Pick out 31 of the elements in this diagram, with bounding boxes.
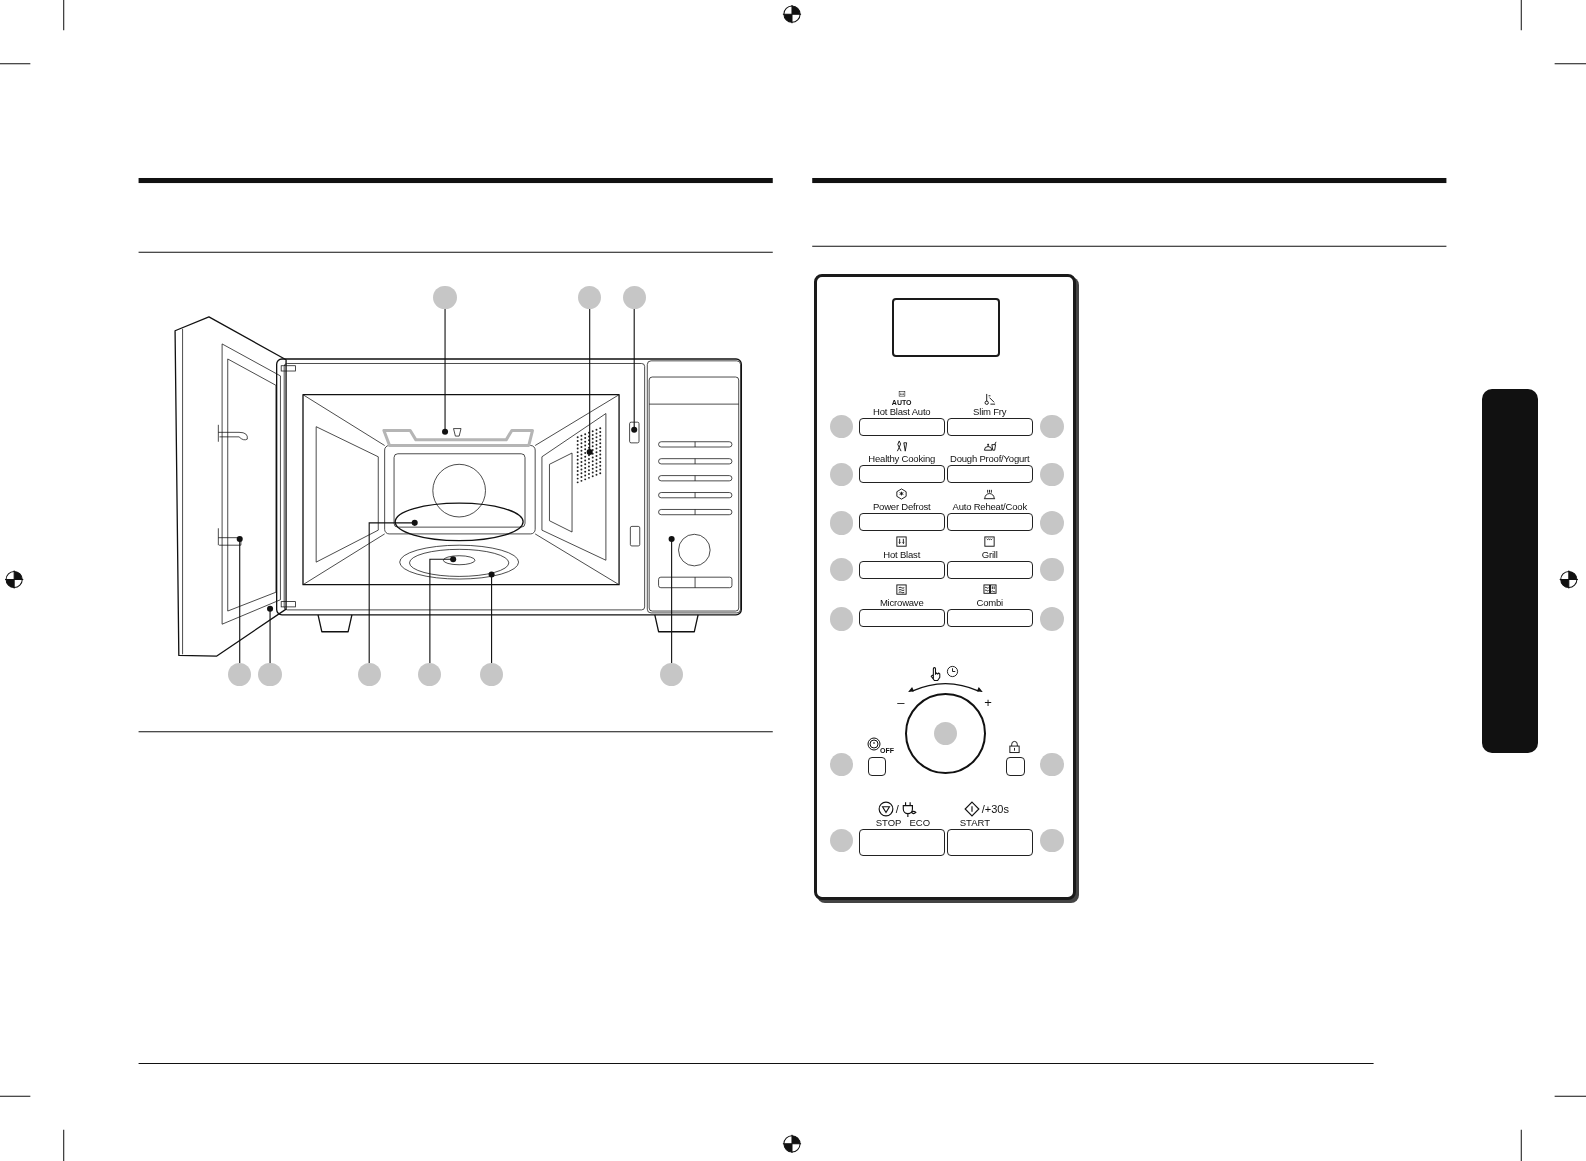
button-label: Auto Reheat/Cook — [952, 501, 1027, 512]
button-label: START — [959, 816, 990, 829]
control-panel — [814, 274, 1077, 901]
button-label: ECO — [909, 816, 931, 829]
button-label: Power Defrost — [872, 501, 931, 512]
leader-line — [631, 308, 638, 433]
leader-line — [586, 308, 593, 456]
decrease-sign: – — [897, 695, 906, 711]
button-label: / — [895, 801, 899, 816]
button-label: Hot Blast — [883, 548, 921, 560]
button-label: Slim Fry — [973, 405, 1007, 417]
leader-line — [668, 536, 675, 664]
small-button — [1006, 756, 1025, 776]
button-label: Combi — [976, 597, 1003, 609]
button-label: Hot Blast Auto — [873, 405, 931, 417]
leader-line — [429, 556, 457, 664]
leader-line — [368, 519, 418, 664]
increase-sign: + — [984, 695, 993, 711]
display-window — [892, 298, 1001, 358]
leader-line — [236, 536, 243, 664]
leader-line — [488, 571, 495, 664]
button-label: Healthy Cooking — [868, 453, 936, 465]
leader-line — [442, 308, 449, 435]
leader-line — [267, 605, 274, 664]
small-button — [867, 756, 887, 776]
button-label: /+30s — [981, 801, 1009, 816]
button-label: Microwave — [879, 597, 924, 609]
button-label: Dough Proof/Yogurt — [949, 453, 1030, 465]
button-label: STOP — [875, 816, 902, 829]
button-label: Grill — [981, 548, 998, 560]
dial-knob — [905, 692, 987, 774]
